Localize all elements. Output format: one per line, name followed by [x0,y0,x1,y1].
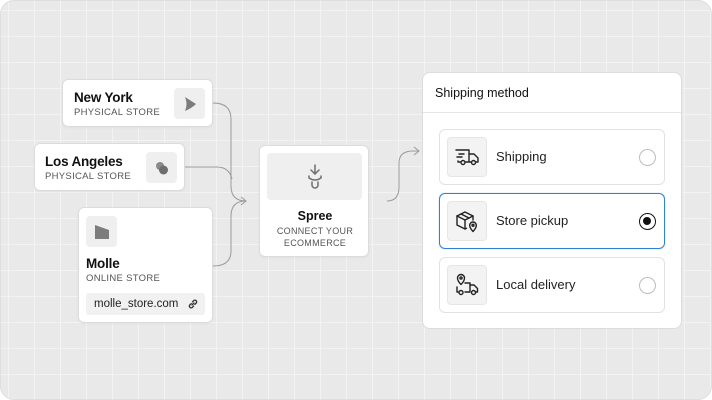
hub-tagline-line-1: CONNECT YOUR [276,226,354,236]
option-label: Store pickup [496,213,569,228]
store-card-los-angeles[interactable]: Los Angeles PHYSICAL STORE [34,143,185,191]
spree-hub-card[interactable]: Spree CONNECT YOUR ECOMMERCE [259,145,369,257]
store-card-new-york[interactable]: New York PHYSICAL STORE [62,79,213,127]
store-type: PHYSICAL STORE [45,171,132,182]
shipping-method-panel: Shipping method Shipping [422,72,682,329]
shipping-option-store-pickup[interactable]: Store pickup [439,193,665,249]
radio-button[interactable] [639,277,656,294]
shipping-option-shipping[interactable]: Shipping [439,129,665,185]
panel-divider [423,112,681,113]
store-logo-icon [86,216,117,247]
option-label: Shipping [496,149,547,164]
store-logo-icon [174,88,205,119]
truck-pin-icon [447,265,487,305]
spree-logo-icon [307,163,322,189]
spree-logo-tile [267,153,362,200]
panel-title: Shipping method [435,86,529,100]
shipping-option-local-delivery[interactable]: Local delivery [439,257,665,313]
store-url-link[interactable]: molle_store.com [86,293,205,315]
store-type: ONLINE STORE [86,273,161,284]
link-icon [188,299,198,309]
store-name: Los Angeles [45,154,123,169]
option-label: Local delivery [496,277,576,292]
truck-icon [447,137,487,177]
store-url-text: molle_store.com [94,298,179,310]
store-type: PHYSICAL STORE [74,107,161,118]
store-name: New York [74,90,133,105]
package-pin-icon [447,201,487,241]
radio-button[interactable] [639,149,656,166]
radio-button-checked[interactable] [639,213,656,230]
hub-name: Spree [297,209,333,223]
store-card-molle[interactable]: Molle ONLINE STORE molle_store.com [78,207,213,323]
hub-tagline-line-2: ECOMMERCE [283,238,347,248]
store-logo-icon [146,152,177,183]
store-name: Molle [86,256,120,271]
hub-tagline: CONNECT YOUR ECOMMERCE [260,225,370,249]
